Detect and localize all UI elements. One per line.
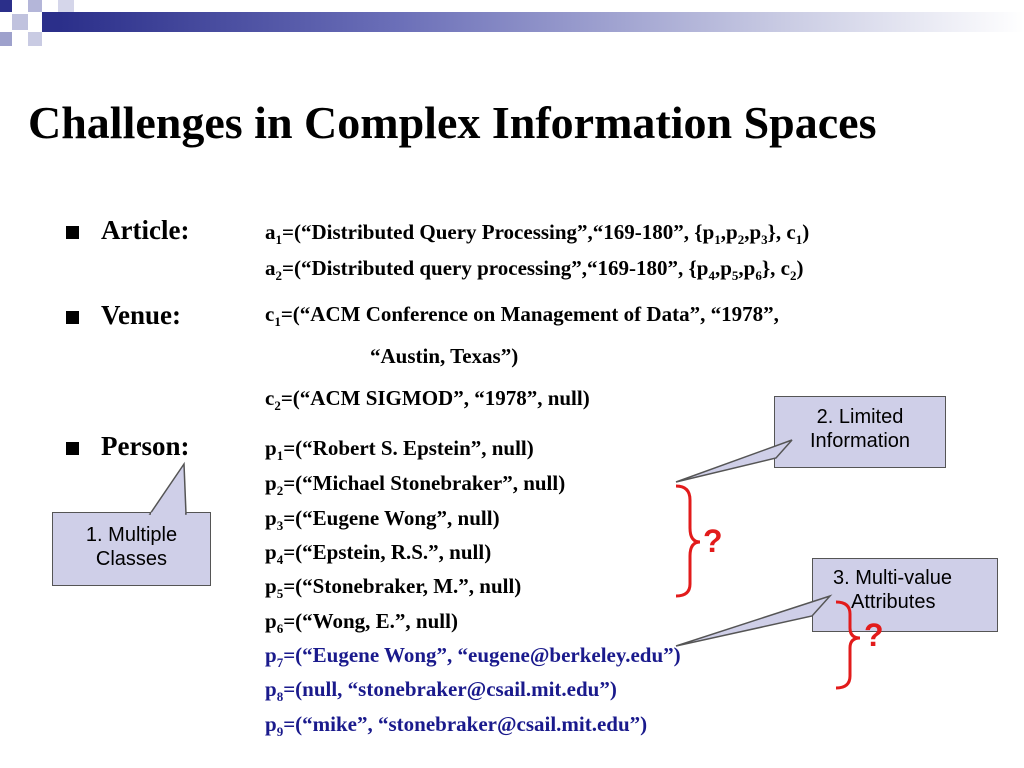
brace-duplicates xyxy=(675,484,701,598)
article-a1: a1=(“Distributed Query Processing”,“169-… xyxy=(265,220,810,247)
person-p7: p7=(“Eugene Wong”, “eugene@berkeley.edu”… xyxy=(265,643,681,670)
header-gradient-bar xyxy=(0,0,1024,46)
pointer-multiple-classes xyxy=(148,461,187,515)
callout-multi-value-attributes: 3. Multi-value Attributes xyxy=(812,558,998,632)
person-p9: p9=(“mike”, “stonebraker@csail.mit.edu”) xyxy=(265,712,648,739)
question-mark-1: ? xyxy=(703,523,723,559)
callout-multi-value-line2: Attributes xyxy=(851,591,936,613)
person-p6: p6=(“Wong, E.”, null) xyxy=(265,609,458,636)
article-a2: a2=(“Distributed query processing”,“169-… xyxy=(265,256,804,283)
venue-c1-location: “Austin, Texas”) xyxy=(370,344,519,368)
venue-c1: c1=(“ACM Conference on Management of Dat… xyxy=(265,302,779,329)
bullet-venue xyxy=(66,311,79,324)
question-mark-2: ? xyxy=(864,617,884,653)
person-p4: p4=(“Epstein, R.S.”, null) xyxy=(265,540,492,567)
person-p1: p1=(“Robert S. Epstein”, null) xyxy=(265,436,534,463)
section-label-article: Article: xyxy=(101,215,190,245)
callout-multiple-classes-line1: 1. Multiple xyxy=(85,524,178,546)
slide-title: Challenges in Complex Information Spaces xyxy=(28,97,877,148)
bullet-article xyxy=(66,226,79,239)
person-p3: p3=(“Eugene Wong”, null) xyxy=(265,506,500,533)
person-p5: p5=(“Stonebraker, M.”, null) xyxy=(265,574,522,601)
callout-limited-information-line2: Information xyxy=(809,430,911,452)
venue-c2: c2=(“ACM SIGMOD”, “1978”, null) xyxy=(265,386,590,413)
callout-limited-information-line1: 2. Limited xyxy=(816,406,904,428)
callout-multi-value-line1: 3. Multi-value xyxy=(833,567,952,589)
callout-limited-information: 2. Limited Information xyxy=(774,396,946,468)
bullet-person xyxy=(66,442,79,455)
pointer-multi-value xyxy=(675,594,833,647)
section-label-venue: Venue: xyxy=(101,300,182,330)
header-decoration xyxy=(0,0,1024,50)
person-p8: p8=(null, “stonebraker@csail.mit.edu”) xyxy=(265,677,617,704)
section-label-person: Person: xyxy=(101,431,190,461)
callout-multiple-classes: 1. Multiple Classes xyxy=(52,512,211,586)
callout-multiple-classes-line2: Classes xyxy=(95,548,168,570)
person-p2: p2=(“Michael Stonebraker”, null) xyxy=(265,471,566,498)
